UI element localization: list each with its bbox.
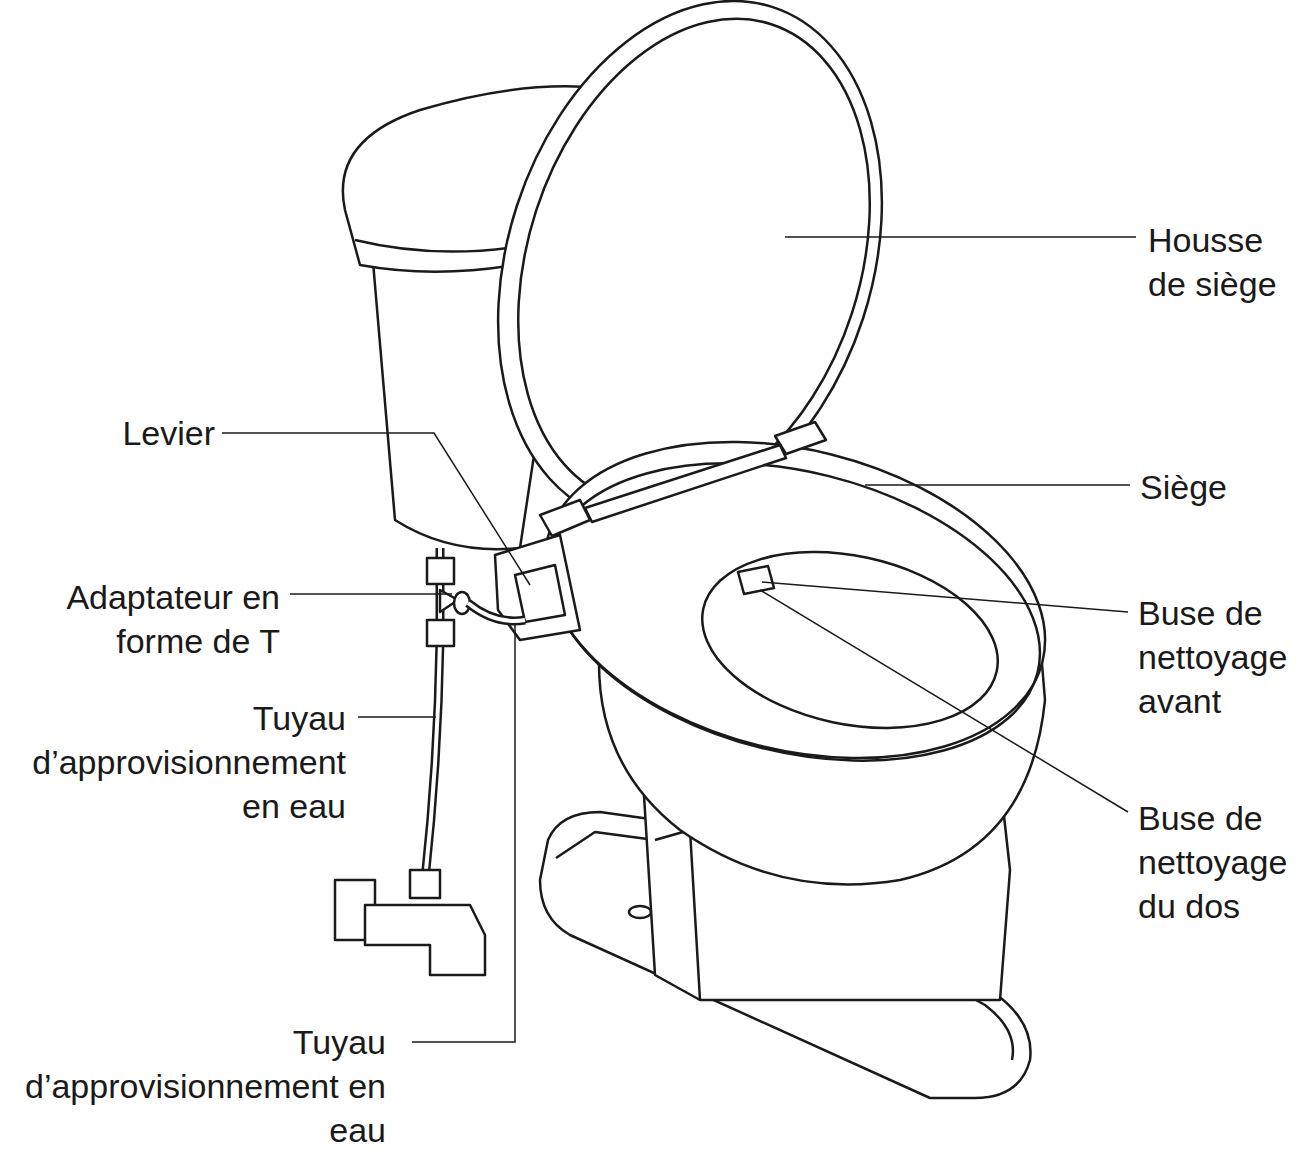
- part-label: Siège: [1140, 465, 1290, 509]
- supply-pipe: [425, 548, 440, 880]
- nozzle: [738, 566, 774, 594]
- hinge: [540, 500, 590, 536]
- toilet-seat: [511, 393, 1078, 807]
- pipe-nut: [427, 558, 454, 584]
- part-label: Levier: [15, 411, 215, 455]
- pedestal-edge: [655, 830, 700, 1000]
- leader-line: [412, 625, 515, 1042]
- shutoff-valve: [365, 905, 485, 975]
- supply-pipe-inner: [425, 548, 440, 880]
- part-label: Adaptateur en forme de T: [18, 575, 280, 663]
- leader-line: [760, 590, 1128, 812]
- bolt-hole: [629, 906, 651, 918]
- leader-line: [865, 484, 1130, 486]
- part-label: Tuyau d’approvisionnement en eau: [16, 1020, 386, 1152]
- seat-hose: [468, 603, 525, 621]
- leader-line: [290, 593, 452, 595]
- leader-line: [222, 433, 530, 585]
- part-label: Tuyau d’approvisionnement en eau: [10, 696, 346, 828]
- part-label: Buse de nettoyage du dos: [1138, 796, 1306, 928]
- seat-hose-inner: [468, 603, 525, 621]
- leader-lines: [222, 237, 1136, 1042]
- leader-line: [358, 716, 436, 718]
- part-label: Housse de siège: [1148, 218, 1298, 306]
- t-adapter-port: [454, 592, 470, 614]
- pipe-nut: [427, 620, 454, 646]
- part-label: Buse de nettoyage avant: [1138, 591, 1306, 723]
- toilet-drawing: [335, 0, 1079, 1098]
- leader-line: [762, 582, 1128, 612]
- leader-line: [785, 236, 1136, 238]
- seat-opening: [686, 527, 1014, 754]
- pipe-nut: [410, 870, 440, 898]
- hinge-bar: [585, 445, 786, 522]
- seat-edge: [519, 416, 1072, 809]
